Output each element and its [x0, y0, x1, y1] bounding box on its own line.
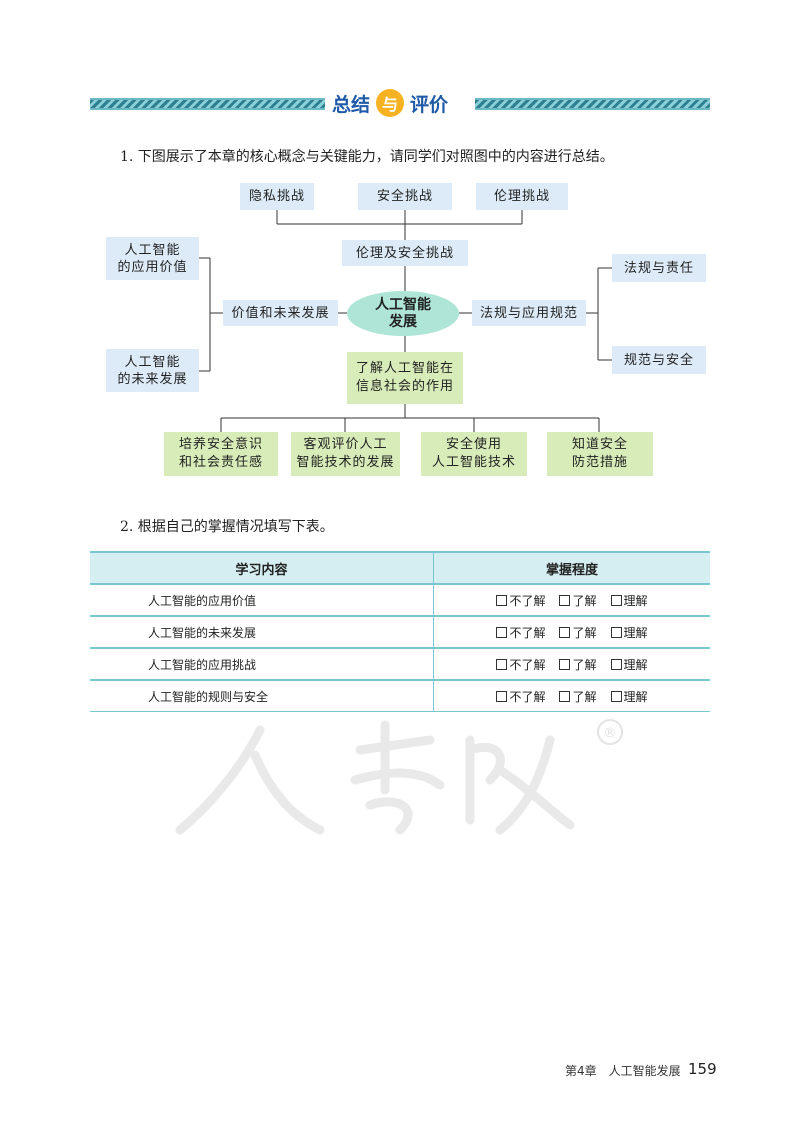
column-header-content: 学习内容: [90, 552, 434, 585]
node-regulation-norms-branch: 法规与应用规范: [472, 300, 586, 326]
publisher-watermark-logo: ®: [175, 719, 623, 835]
mastery-option[interactable]: 了解: [559, 657, 597, 672]
mastery-option[interactable]: 了解: [559, 689, 597, 704]
node-safety-awareness: 培养安全意识 和社会责任感: [164, 432, 278, 476]
checkbox-icon[interactable]: [610, 626, 622, 638]
mastery-option[interactable]: 不了解: [496, 658, 545, 672]
table-header-row: 学习内容 掌握程度: [90, 552, 710, 585]
table-cell-options: 不了解 了解 理解: [433, 616, 710, 649]
watermark-registered-mark: ®: [604, 726, 617, 741]
mastery-option[interactable]: 理解: [610, 625, 648, 640]
table-row: 人工智能的应用价值 不了解 了解 理解: [90, 584, 710, 617]
node-future-development: 人工智能 的未来发展: [106, 349, 199, 392]
node-safe-use: 安全使用 人工智能技术: [421, 432, 527, 476]
header-band-left: [90, 98, 325, 110]
section-header: 总结 与 评价: [332, 89, 448, 117]
node-privacy-challenge: 隐私挑战: [240, 183, 314, 210]
node-center-ai-development: 人工智能 发展: [347, 291, 459, 336]
checkbox-icon[interactable]: [610, 658, 622, 670]
mastery-option-label: 不了解: [509, 593, 546, 608]
checkbox-icon[interactable]: [559, 626, 571, 638]
checkbox-icon[interactable]: [559, 658, 571, 670]
node-law-responsibility: 法规与责任: [612, 254, 706, 282]
node-ethics-safety-branch: 伦理及安全挑战: [342, 240, 468, 266]
page-number: 159: [688, 1060, 717, 1078]
checkbox-icon[interactable]: [496, 690, 508, 702]
table-cell-topic: 人工智能的未来发展: [90, 616, 434, 649]
mastery-option-label: 理解: [623, 689, 648, 704]
mastery-option-label: 了解: [572, 689, 597, 704]
checkbox-icon[interactable]: [496, 658, 508, 670]
mastery-option-label: 了解: [572, 593, 597, 608]
table-row: 人工智能的应用挑战 不了解 了解 理解: [90, 648, 710, 681]
table-cell-topic: 人工智能的规则与安全: [90, 680, 434, 712]
mastery-option[interactable]: 不了解: [496, 690, 545, 704]
checkbox-icon[interactable]: [610, 594, 622, 606]
mastery-option[interactable]: 理解: [610, 689, 648, 704]
header-right-text: 评价: [410, 93, 449, 116]
node-value-future-branch: 价值和未来发展: [223, 300, 338, 326]
mastery-option[interactable]: 了解: [559, 625, 597, 640]
mastery-option[interactable]: 了解: [559, 593, 597, 608]
mastery-option-label: 不了解: [509, 625, 546, 640]
node-safety-challenge: 安全挑战: [358, 183, 452, 210]
question-2: 2. 根据自己的掌握情况填写下表。: [120, 519, 334, 535]
checkbox-icon[interactable]: [559, 594, 571, 606]
diagram-connectors: [199, 210, 612, 432]
mastery-option-label: 理解: [623, 593, 648, 608]
table-cell-options: 不了解 了解 理解: [433, 648, 710, 681]
checkbox-icon[interactable]: [496, 594, 508, 606]
mastery-option[interactable]: 不了解: [496, 594, 545, 608]
mastery-option[interactable]: 理解: [610, 593, 648, 608]
node-protective-measures: 知道安全 防范措施: [547, 432, 653, 476]
table-cell-topic: 人工智能的应用价值: [90, 584, 434, 617]
question-1: 1. 下图展示了本章的核心概念与关键能力，请同学们对照图中的内容进行总结。: [120, 149, 614, 165]
node-ethics-challenge: 伦理挑战: [476, 183, 568, 210]
mastery-option-label: 了解: [572, 625, 597, 640]
node-understand-role: 了解人工智能在 信息社会的作用: [347, 352, 463, 404]
mastery-option-label: 理解: [623, 657, 648, 672]
table-cell-options: 不了解 了解 理解: [433, 680, 710, 712]
mastery-option[interactable]: 理解: [610, 657, 648, 672]
column-header-mastery: 掌握程度: [433, 552, 710, 585]
footer-chapter: 第4章 人工智能发展: [565, 1064, 681, 1078]
mastery-option-label: 了解: [572, 657, 597, 672]
header-left-text: 总结: [332, 93, 371, 116]
mastery-option-label: 不了解: [509, 689, 546, 704]
header-badge-icon: 与: [376, 89, 405, 117]
mastery-table: 学习内容 掌握程度 人工智能的应用价值不了解了解理解人工智能的未来发展不了解了解…: [90, 551, 710, 712]
checkbox-icon[interactable]: [559, 690, 571, 702]
mastery-option-label: 不了解: [509, 657, 546, 672]
table-cell-options: 不了解 了解 理解: [433, 584, 710, 617]
mastery-option-label: 理解: [623, 625, 648, 640]
table-row: 人工智能的未来发展 不了解 了解 理解: [90, 616, 710, 649]
node-norms-safety: 规范与安全: [612, 346, 706, 374]
table-row: 人工智能的规则与安全 不了解 了解 理解: [90, 680, 710, 712]
node-objective-evaluation: 客观评价人工 智能技术的发展: [291, 432, 400, 476]
checkbox-icon[interactable]: [610, 690, 622, 702]
checkbox-icon[interactable]: [496, 626, 508, 638]
header-band-right: [475, 98, 710, 110]
node-application-value: 人工智能 的应用价值: [106, 237, 199, 280]
mastery-option[interactable]: 不了解: [496, 626, 545, 640]
table-cell-topic: 人工智能的应用挑战: [90, 648, 434, 681]
